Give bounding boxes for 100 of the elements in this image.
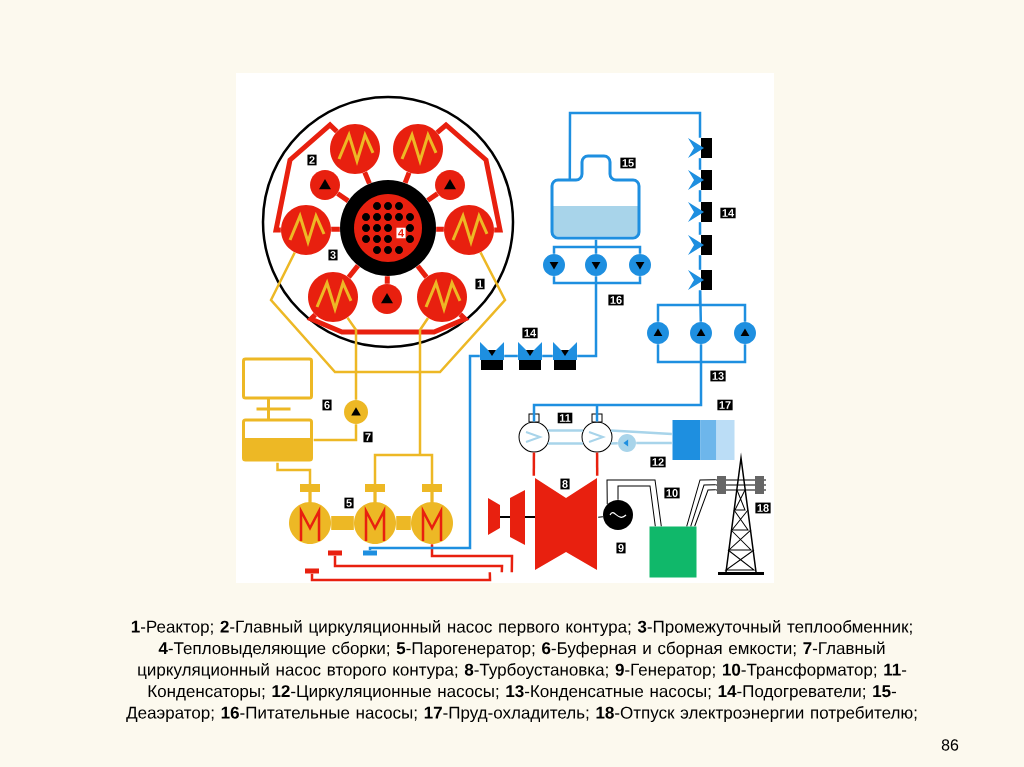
pipe	[430, 544, 514, 573]
pump-symbol	[618, 434, 636, 452]
pipe	[269, 251, 507, 374]
pipe	[331, 226, 340, 232]
callout-number: 18	[755, 502, 771, 514]
pipe	[552, 238, 642, 256]
heater-symbol	[518, 342, 542, 370]
callout-number: 8	[560, 478, 570, 490]
heater-symbol	[553, 342, 577, 370]
pipe	[568, 111, 702, 180]
pipe	[611, 429, 672, 436]
callout-number: 11	[557, 412, 573, 424]
valve-symbol	[363, 550, 377, 556]
heater-symbol	[688, 270, 712, 290]
pump-symbol	[629, 254, 651, 276]
callout-number: 7	[363, 431, 373, 443]
pump-symbol	[310, 170, 340, 200]
pipe	[656, 288, 747, 324]
heater-symbol	[688, 202, 712, 222]
heater-symbol	[480, 342, 504, 370]
valve-symbol	[328, 550, 342, 556]
pump-symbol	[435, 170, 465, 200]
pump-symbol	[734, 322, 756, 344]
pipe	[415, 264, 429, 279]
pipe	[313, 424, 358, 442]
pipe	[532, 452, 536, 476]
pipe	[548, 429, 583, 432]
callout-number: 4	[396, 227, 406, 239]
callout-number: 12	[650, 456, 666, 468]
pump-symbol	[647, 322, 669, 344]
transformer-block	[649, 526, 697, 578]
caption: 1-Реактор; 2-Главный циркуляционный насос первого контура; 3-Промежуточный теплообменник; 4-Тепловыделяющие сборки; 5-Парогенератор; 6-Буферная и сборная емкости; 7-Главный циркуляционный насос второго контура; 8-Турбоустановка; 9-Генератор; 10-Трансформатор; 11-Конденсаторы; 12-Циркуляционные насосы; 13-Конденсатные насосы; 14-Подогреватели; 15-Деаэратор; 16-Питательные насосы; 17-Пруд-охладитель; 18-Отпуск электроэнергии потребителю;	[126, 619, 917, 723]
callout-number: 13	[710, 370, 726, 382]
callout-number: 14	[522, 327, 538, 339]
pipe	[617, 485, 656, 527]
callout-number: 14	[720, 207, 736, 219]
pipe	[595, 452, 599, 476]
pipe	[542, 354, 553, 358]
callout-number: 1	[475, 278, 485, 290]
pipe	[331, 516, 354, 530]
pipe	[532, 342, 747, 423]
cooling-pond	[672, 420, 735, 460]
pipe	[694, 489, 717, 527]
heater-symbol	[688, 170, 712, 190]
heat-exchanger	[417, 272, 467, 322]
reactor-core	[340, 180, 436, 276]
pipe	[346, 316, 358, 400]
pipe	[698, 158, 702, 170]
pipe	[552, 274, 642, 358]
steam-generator	[289, 484, 331, 544]
heater-symbol	[688, 138, 712, 158]
pipe	[402, 171, 412, 184]
valve-symbol	[305, 568, 319, 574]
heat-exchanger	[393, 124, 443, 174]
pump-symbol	[372, 284, 402, 314]
pipe	[276, 462, 312, 502]
pipe	[611, 442, 618, 445]
pipe	[698, 222, 702, 235]
steam-generator	[354, 484, 396, 544]
pipe	[368, 354, 480, 551]
pipe	[435, 121, 504, 233]
callout-number: 16	[608, 294, 624, 306]
pipe	[373, 316, 434, 504]
condenser-symbol	[581, 413, 613, 453]
heat-exchanger	[330, 124, 380, 174]
callout-number: 9	[616, 542, 626, 554]
pipe	[306, 312, 470, 335]
page-number: 86	[941, 739, 959, 751]
reactor-vessel	[261, 95, 515, 349]
pump-symbol	[585, 254, 607, 276]
callout-number: 17	[717, 399, 733, 411]
heat-exchanger	[281, 205, 331, 255]
callout-number: 10	[664, 487, 680, 499]
callout-number: 2	[307, 154, 317, 166]
pipe	[636, 441, 672, 445]
pump-symbol	[690, 322, 712, 344]
heater-symbol	[688, 235, 712, 255]
pipe	[310, 572, 492, 582]
callout-number: 15	[620, 157, 636, 169]
pipe	[346, 264, 360, 279]
tank-drawing	[242, 357, 313, 462]
heat-exchanger	[444, 205, 494, 255]
steam-generator	[411, 484, 453, 544]
pipe	[436, 226, 444, 232]
pump-symbol	[543, 254, 565, 276]
callout-number: 6	[322, 399, 332, 411]
heat-exchanger	[308, 272, 358, 322]
callout-number: 3	[328, 249, 338, 261]
pipe	[396, 516, 411, 530]
pipe	[333, 555, 504, 573]
pipe	[698, 255, 702, 270]
pipe	[504, 354, 518, 358]
pipe	[384, 276, 390, 284]
pipe	[597, 516, 604, 518]
callout-number: 5	[344, 497, 354, 509]
pipe	[272, 121, 339, 233]
condenser-symbol	[518, 413, 550, 453]
pipe	[426, 191, 439, 203]
pipe	[336, 191, 350, 203]
pipe	[548, 442, 583, 445]
